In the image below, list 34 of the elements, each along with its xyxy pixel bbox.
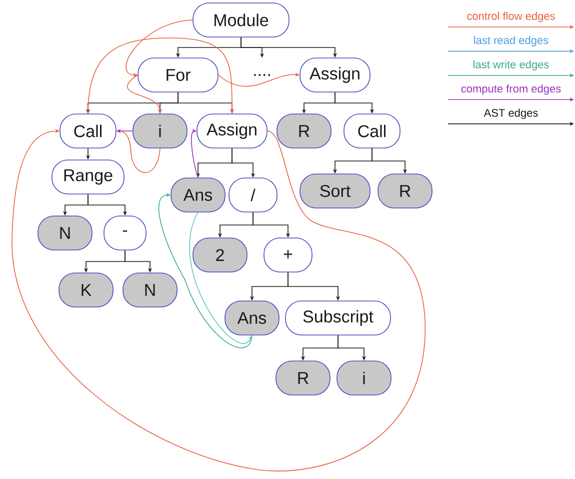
shaded-rounded-box: i [336, 360, 392, 396]
curved-arrow [191, 128, 198, 178]
shaded-rounded-box: N [122, 272, 178, 308]
rounded-box: For [138, 58, 218, 92]
shaded-rounded-box: Ans [224, 300, 280, 336]
rounded-box: Assign [196, 114, 268, 148]
shaded-rounded-box: i [132, 114, 188, 148]
rounded-box: + [264, 238, 312, 272]
legend-text: last write edges [474, 60, 549, 71]
rounded-box: Call [60, 114, 116, 148]
shaded-rounded-box: R [276, 360, 330, 396]
legend-text: AST edges [484, 108, 538, 119]
curved-arrow [12, 128, 426, 472]
shaded-rounded-box: R [276, 114, 332, 148]
curved-arrow [158, 192, 252, 348]
curved-arrow [88, 38, 234, 114]
legend-text: control flow edges [467, 12, 555, 22]
legend-text: compute from edges [461, 84, 561, 95]
legend-text: last read edges [474, 36, 548, 46]
rounded-box: Module [192, 2, 290, 38]
rounded-box: Call [344, 114, 400, 148]
curved-arrow [189, 212, 252, 344]
rounded-box: Assign [300, 58, 370, 92]
rounded-box: - [104, 216, 146, 250]
rounded-box: / [228, 178, 278, 212]
shaded-rounded-box: 2 [192, 238, 248, 272]
ellipsis-text: .... [254, 74, 270, 76]
shaded-rounded-box: K [58, 272, 114, 308]
shaded-rounded-box: N [38, 216, 92, 250]
shaded-rounded-box: Sort [300, 174, 370, 208]
shaded-rounded-box: R [378, 174, 432, 208]
rounded-box: Range [52, 160, 124, 194]
shaded-rounded-box: Ans [170, 178, 226, 212]
rounded-box: Subscript [285, 300, 391, 336]
